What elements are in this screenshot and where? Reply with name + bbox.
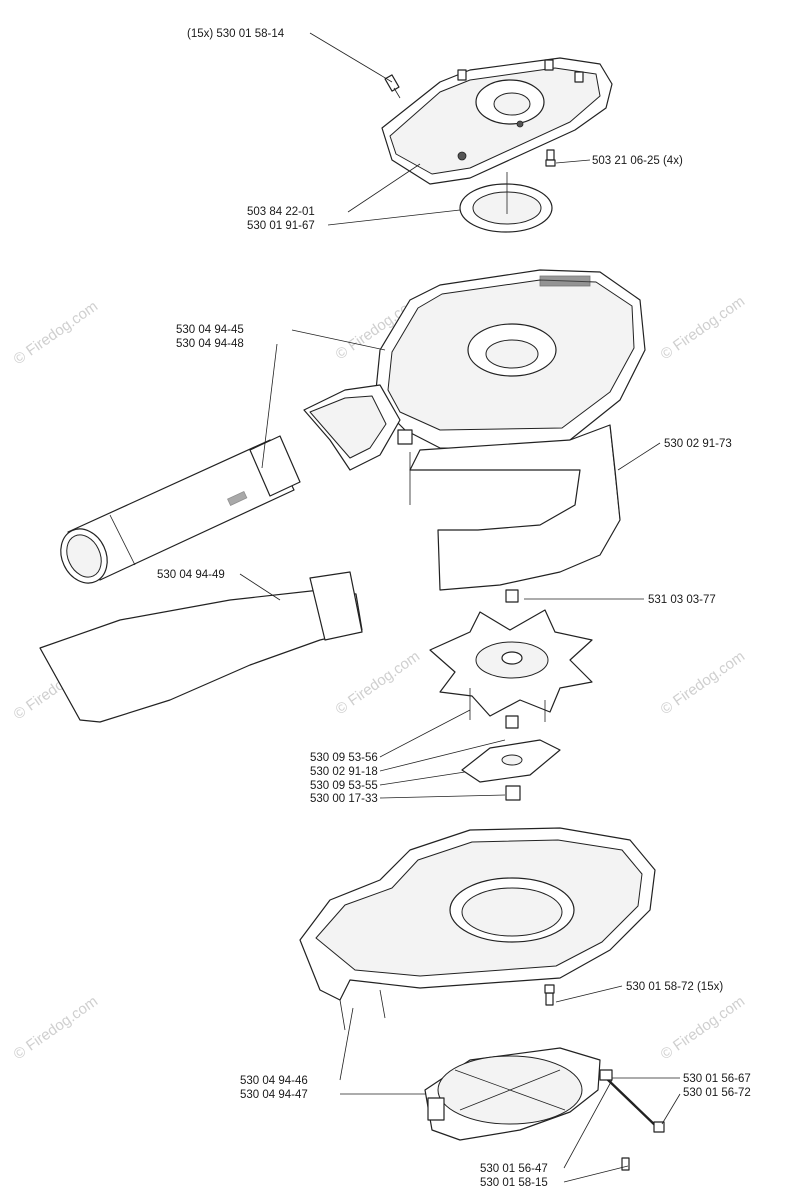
impeller-fan: [429, 609, 593, 722]
nut-mid-icon: [505, 715, 519, 729]
bottom-cover: [424, 1047, 601, 1141]
curved-duct: [409, 424, 621, 591]
callout-nut-top: 531 03 03-77: [648, 594, 716, 606]
leader-lines: [239, 32, 681, 1183]
screw-top-icon: [384, 74, 401, 99]
screw-4x-icon: [545, 149, 556, 167]
top-cover-plate: [381, 57, 613, 185]
watermark-left-3: © Firedog.com: [11, 993, 102, 1063]
watermark-center-2: © Firedog.com: [333, 648, 424, 718]
lower-housing: [299, 827, 656, 1031]
callout-plate: 530 09 53-55: [310, 780, 378, 792]
screw-15x-icon: [544, 984, 555, 1006]
callout-rod: 530 01 56-72: [683, 1087, 751, 1099]
callout-housing-c: 530 04 94-46: [240, 1075, 308, 1087]
nut-bottom-icon: [505, 785, 521, 801]
callout-impeller: 530 09 53-56: [310, 752, 378, 764]
upper-housing: [303, 269, 646, 471]
callout-nut-bottom: 530 00 17-33: [310, 793, 378, 805]
watermark-right: © Firedog.com: [658, 293, 749, 363]
callout-duct: 530 02 91-73: [664, 438, 732, 450]
hub-plate: [461, 739, 561, 783]
callout-housing-d: 530 04 94-47: [240, 1089, 308, 1101]
callout-cover: 503 84 22-01: [247, 206, 315, 218]
gasket-ring: [459, 172, 553, 233]
callout-pin: 530 01 56-47: [480, 1163, 548, 1175]
watermark-left: © Firedog.com: [11, 298, 102, 368]
watermark-right-3: © Firedog.com: [658, 993, 749, 1063]
callout-gasket: 530 01 91-67: [247, 220, 315, 232]
straight-tube: [60, 435, 301, 584]
callout-hub: 530 02 91-18: [310, 766, 378, 778]
callout-spring: 530 01 56-67: [683, 1073, 751, 1085]
callout-screw-15x: 530 01 58-72 (15x): [626, 981, 723, 993]
callout-housing-b: 530 04 94-48: [176, 338, 244, 350]
rod-and-spring-icon: [599, 1069, 665, 1171]
flat-nozzle: [39, 571, 363, 723]
callout-housing-a: 530 04 94-45: [176, 324, 244, 336]
callout-screw-bottom: 530 01 58-15: [480, 1177, 548, 1189]
nut-top-icon: [505, 589, 519, 603]
callout-screw-4x: 503 21 06-25 (4x): [592, 155, 683, 167]
callout-labels: (15x) 530 01 58-14 503 84 22-01 530 01 9…: [157, 28, 751, 1189]
callout-screw-top: (15x) 530 01 58-14: [187, 28, 285, 40]
callout-tube: 530 04 94-49: [157, 569, 225, 581]
watermark-right-2: © Firedog.com: [658, 648, 749, 718]
